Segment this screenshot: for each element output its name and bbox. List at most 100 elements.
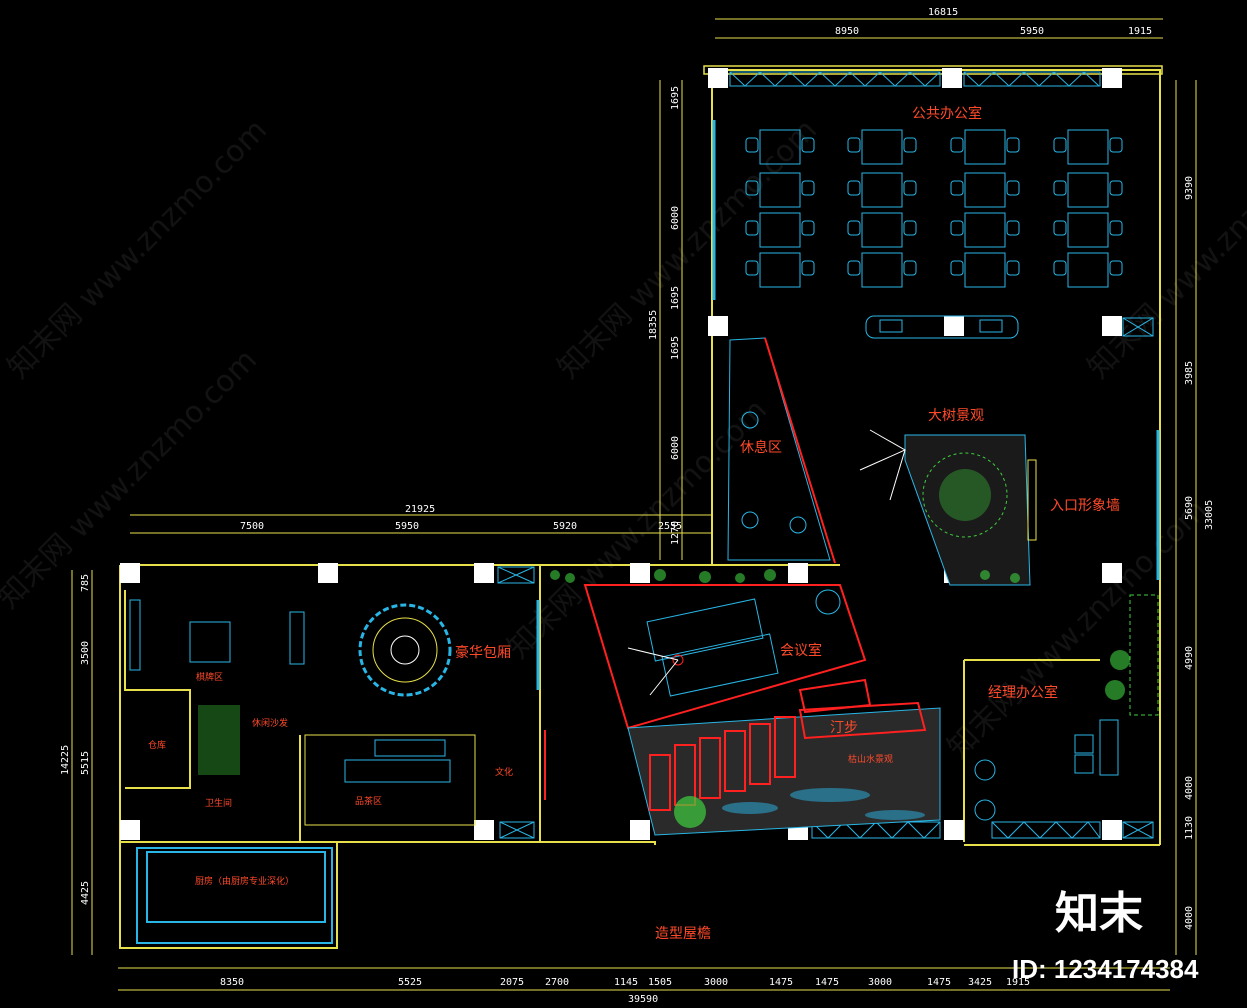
dim-right-total: 33005 xyxy=(1204,500,1215,530)
brand-watermark: 知末 ID: 1234174384 xyxy=(1012,888,1199,984)
stepping-stones-area xyxy=(627,678,941,836)
desk-pair xyxy=(1067,212,1109,248)
label-stepping-stones: 汀步 xyxy=(830,720,858,736)
desk-pair xyxy=(759,172,801,208)
label-big-tree: 大树景观 xyxy=(928,408,984,424)
dim-top-total: 16815 xyxy=(928,7,958,18)
office-chair xyxy=(903,180,917,196)
label-public-office: 公共办公室 xyxy=(912,105,982,122)
label-small-3: 枯山水景观 xyxy=(848,753,893,765)
office-chair xyxy=(1109,137,1123,153)
dimension-label: 3000 xyxy=(868,977,892,988)
dimension-text-static: 16815 21925 39590 18355 33005 14225 xyxy=(60,7,1215,1005)
label-entrance-wall: 入口形象墙 xyxy=(1050,498,1120,514)
dimension-label: 5950 xyxy=(395,521,419,532)
dimension-label: 9390 xyxy=(1184,176,1195,200)
label-luxury-room: 豪华包厢 xyxy=(455,645,511,661)
office-chair xyxy=(1006,180,1020,196)
plant-strip xyxy=(550,569,1130,700)
desk-pair xyxy=(759,252,801,288)
label-meeting-room: 会议室 xyxy=(780,642,822,659)
luxury-room-furniture xyxy=(129,599,546,826)
desk-pair xyxy=(861,129,903,165)
dimension-label: 5920 xyxy=(553,521,577,532)
office-chair xyxy=(1006,220,1020,236)
label-small-1: 休闲沙发 xyxy=(252,717,288,729)
dimension-label: 1505 xyxy=(648,977,672,988)
office-chair xyxy=(950,137,964,153)
label-rest-area: 休息区 xyxy=(740,439,782,456)
office-chair xyxy=(801,220,815,236)
dimension-label: 4425 xyxy=(80,881,91,905)
watermark-text: 知末网 www.znzmo.com xyxy=(501,393,774,666)
dimension-lines xyxy=(71,18,1197,991)
dimension-label: 6000 xyxy=(670,206,681,230)
tree-landscape xyxy=(859,429,1037,586)
desk-pair xyxy=(759,212,801,248)
watermark-text: 知末网 www.znzmo.com xyxy=(1,113,274,386)
office-chair xyxy=(950,220,964,236)
office-chair xyxy=(950,260,964,276)
desk-pair xyxy=(964,172,1006,208)
dimension-label: 5690 xyxy=(1184,496,1195,520)
office-chair xyxy=(903,137,917,153)
office-chair xyxy=(1109,180,1123,196)
dimension-label: 1915 xyxy=(1006,977,1030,988)
label-restroom: 卫生间 xyxy=(205,797,232,809)
office-chair xyxy=(903,220,917,236)
office-chair xyxy=(745,137,759,153)
dimension-label: 1475 xyxy=(769,977,793,988)
meeting-room-shape xyxy=(583,584,867,730)
label-tea-area: 品茶区 xyxy=(355,795,382,807)
dimension-label: 4000 xyxy=(1184,776,1195,800)
dimension-label: 6000 xyxy=(670,436,681,460)
desk-pair xyxy=(964,252,1006,288)
office-chair xyxy=(1006,260,1020,276)
office-chair xyxy=(801,137,815,153)
dimension-label: 1695 xyxy=(670,86,681,110)
dimension-label: 1475 xyxy=(815,977,839,988)
office-chair xyxy=(745,220,759,236)
dimension-label: 2075 xyxy=(500,977,524,988)
dimension-label: 2555 xyxy=(658,521,682,532)
brand-logo-text: 知末 xyxy=(1055,888,1143,939)
desk-pair xyxy=(861,172,903,208)
watermark-layer: 知末网 www.znzmo.com 知末网 www.znzmo.com 知末网 … xyxy=(0,113,1247,766)
dimension-label: 1695 xyxy=(670,336,681,360)
manager-office-furniture xyxy=(974,594,1159,821)
dimension-label: 3000 xyxy=(704,977,728,988)
watermark-text: 知末网 www.znzmo.com xyxy=(1081,113,1247,386)
dimension-label: 5950 xyxy=(1020,26,1044,37)
office-chair xyxy=(1053,180,1067,196)
label-warehouse: 仓库 xyxy=(148,739,166,751)
desk-pair xyxy=(861,252,903,288)
desk-pair xyxy=(964,212,1006,248)
dimension-label: 2700 xyxy=(545,977,569,988)
dimension-label: 1475 xyxy=(927,977,951,988)
office-chair xyxy=(745,260,759,276)
rest-area-shape xyxy=(727,337,836,564)
office-chair xyxy=(847,137,861,153)
office-chair xyxy=(801,260,815,276)
dim-left-upper-total: 18355 xyxy=(648,310,659,340)
dimension-label: 3985 xyxy=(1184,361,1195,385)
dimension-label: 785 xyxy=(80,574,91,592)
dimension-label: 5525 xyxy=(398,977,422,988)
office-chair xyxy=(745,180,759,196)
desk-pair xyxy=(1067,252,1109,288)
dimension-label: 3500 xyxy=(80,641,91,665)
label-eave: 造型屋檐 xyxy=(655,926,711,942)
dimension-label: 8350 xyxy=(220,977,244,988)
dimension-label: 7500 xyxy=(240,521,264,532)
dimension-label: 1695 xyxy=(670,286,681,310)
office-chair xyxy=(1109,220,1123,236)
reception-counter xyxy=(865,315,1019,339)
dim-mid-total: 21925 xyxy=(405,504,435,515)
office-chair xyxy=(801,180,815,196)
watermark-id: ID: 1234174384 xyxy=(1012,954,1199,984)
office-chair xyxy=(1109,260,1123,276)
dimension-label: 1915 xyxy=(1128,26,1152,37)
office-chair xyxy=(1053,260,1067,276)
